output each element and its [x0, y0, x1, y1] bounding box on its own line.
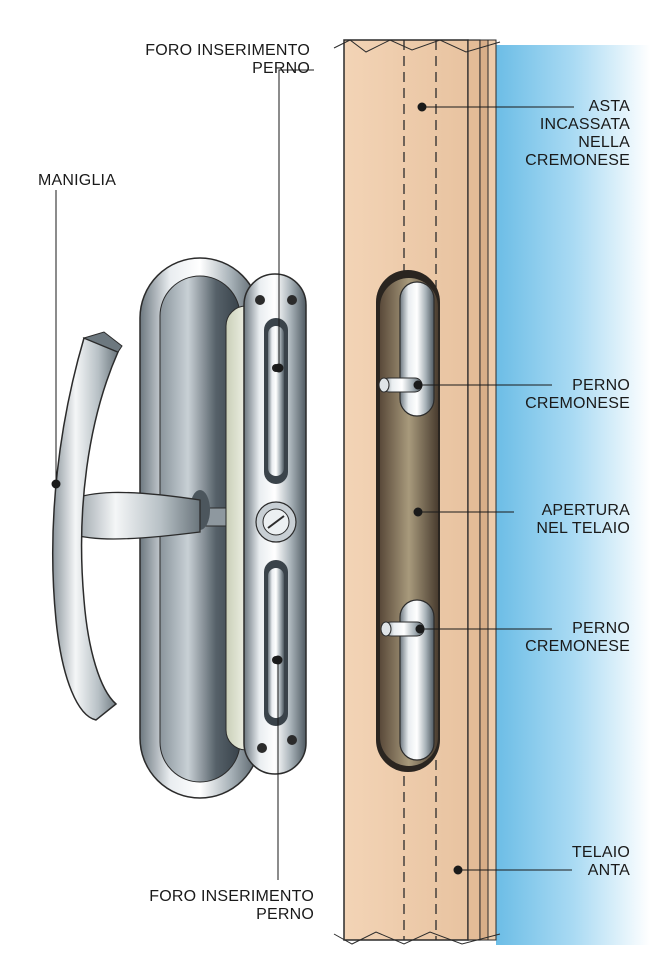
label-line: TELAIO	[571, 844, 630, 861]
cremonese-front-plate	[243, 273, 307, 775]
handle-lever	[51, 331, 201, 721]
label-line: CREMONESE	[525, 152, 630, 169]
label-line: ASTA	[588, 98, 630, 115]
label-telaio-anta: TELAIO ANTA	[470, 844, 630, 880]
label-perno-cremonese-lower: PERNO CREMONESE	[470, 620, 630, 656]
label-line: FORO INSERIMENTO	[149, 888, 314, 905]
label-line: PERNO	[252, 60, 310, 77]
leader-lines	[51, 69, 574, 880]
label-line: PERNO	[572, 620, 630, 637]
label-line: NEL TELAIO	[536, 520, 630, 537]
upper-pin-plate	[378, 281, 435, 417]
label-perno-cremonese-upper: PERNO CREMONESE	[470, 377, 630, 413]
label-line: MANIGLIA	[38, 172, 117, 189]
label-line: PERNO	[572, 377, 630, 394]
label-maniglia: MANIGLIA	[38, 172, 116, 190]
label-line: FORO INSERIMENTO	[145, 42, 310, 59]
label-line: ANTA	[587, 862, 630, 879]
window-glass	[496, 45, 650, 945]
label-asta: ASTA INCASSATA NELLA CREMONESE	[470, 98, 630, 170]
label-apertura-telaio: APERTURA NEL TELAIO	[470, 502, 630, 538]
label-line: NELLA	[578, 134, 630, 151]
label-line: CREMONESE	[525, 395, 630, 412]
label-foro-inserimento-bottom: FORO INSERIMENTO PERNO	[114, 888, 314, 924]
label-line: PERNO	[256, 906, 314, 923]
label-foro-inserimento-top: FORO INSERIMENTO PERNO	[110, 42, 310, 78]
label-line: CREMONESE	[525, 638, 630, 655]
lower-pin-plate	[380, 599, 435, 761]
label-line: INCASSATA	[539, 116, 630, 133]
label-line: APERTURA	[541, 502, 630, 519]
